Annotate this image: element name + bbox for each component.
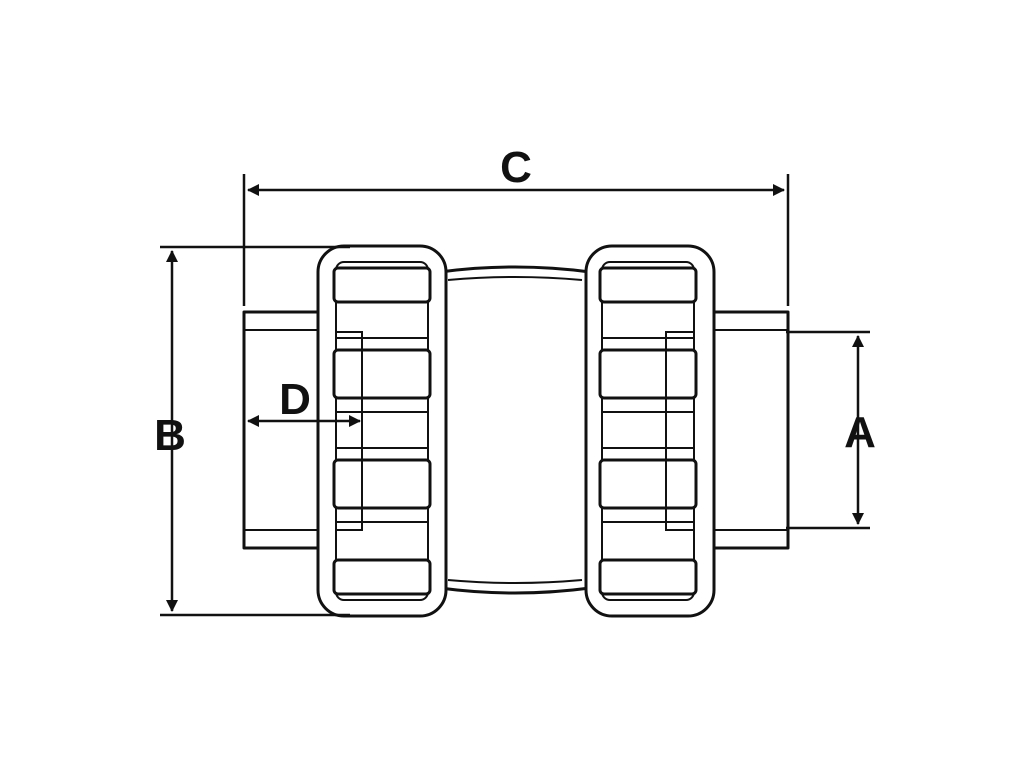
dimension-b-label: B [154,411,186,460]
right-nut-grip-band [598,348,698,400]
dimension-a: A [786,330,876,530]
left-union-nut [316,244,448,618]
center-body [438,265,592,595]
right-nut-grip-band [598,558,698,596]
right-pipe-end [704,310,790,550]
dimension-b: B [154,245,350,617]
left-nut-grip-band [332,266,432,304]
left-pipe-end [242,310,326,550]
right-nut-grip-band [598,266,698,304]
dimension-d-label: D [279,375,311,424]
dimension-d: D [247,375,361,427]
left-nut-grip-band [332,458,432,510]
left-nut-grip-band [332,348,432,400]
dimension-c-label: C [500,143,532,192]
right-union-nut [584,244,716,618]
right-nut-grip-band [598,458,698,510]
dimension-a-label: A [844,408,876,457]
left-nut-grip-band [332,558,432,596]
dimension-c: C [242,143,790,306]
